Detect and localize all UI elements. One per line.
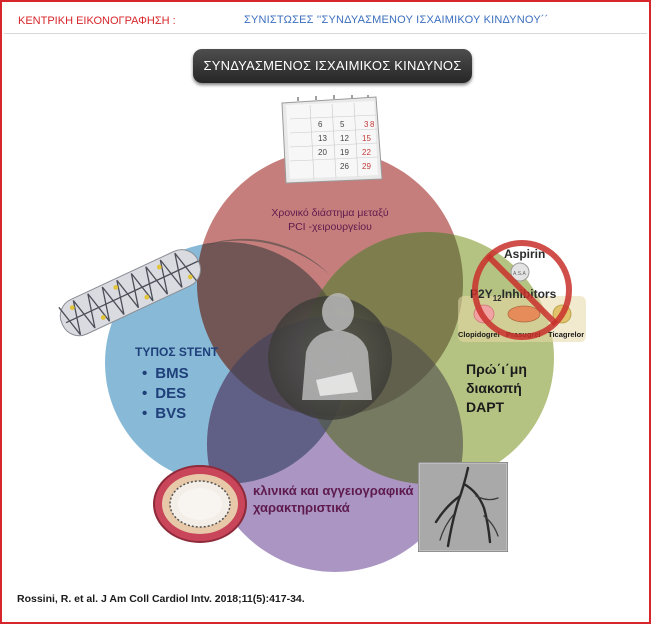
angiography-image	[418, 462, 508, 552]
doctor-icon	[302, 293, 372, 400]
venn-label-right-line3: DAPT	[466, 399, 505, 415]
calendar-num-5: 29	[362, 162, 371, 171]
prasugrel-pill-icon	[507, 305, 541, 323]
list-item: •DES	[142, 385, 187, 402]
stent-icon	[58, 249, 201, 337]
calendar-num-10: 6	[318, 120, 323, 129]
calendar-num-3: 15	[362, 134, 371, 143]
venn-label-top: Χρονικό διάστημα μεταξύ PCI -χειρουργείο…	[250, 206, 410, 234]
calendar-num-2: 8	[370, 120, 375, 129]
calendar-num-6: 5	[340, 120, 345, 129]
p2y12-label: P2Y12Inhibitors	[470, 287, 557, 303]
calendar-num-4: 22	[362, 148, 371, 157]
antiplatelet-drugs-icon: Aspirin A.S.A P2Y12Inhibitors Clopidogre…	[458, 240, 586, 342]
calendar-num-8: 19	[340, 148, 349, 157]
list-item: •BMS	[142, 365, 189, 382]
header-bar: ΚΕΝΤΡΙΚΗ ΕΙΚΟΝΟΓΡΑΦΗΣΗ : ΣΥΝΙΣΤΩΣΕΣ ''ΣΥ…	[4, 4, 647, 34]
calendar-num-1: 3	[364, 120, 369, 129]
pill-label-ticagrelor: Ticagrelor	[548, 330, 584, 339]
calendar-num-7: 12	[340, 134, 349, 143]
venn-label-top-line1: Χρονικό διάστημα μεταξύ	[271, 207, 389, 219]
aspirin-pill-mark: A.S.A	[513, 271, 526, 277]
diagram-title: ΣΥΝΔΥΑΣΜΕΝΟΣ ΙΣΧΑΙΜΙΚΟΣ ΚΙΝΔΥΝΟΣ	[193, 49, 472, 83]
venn-label-bottom: κλινικά και αγγειογραφικά χαρακτηριστικά	[253, 482, 433, 516]
citation: Rossini, R. et al. J Am Coll Cardiol Int…	[17, 593, 305, 605]
prohibition-icon	[472, 240, 572, 340]
venn-label-right-line2: διακοπή	[466, 380, 522, 396]
pill-label-clopidogrel: Clopidogrel	[458, 330, 500, 339]
venn-label-left-title: ΤΥΠΟΣ STENT	[135, 345, 219, 359]
venn-label-bottom-line1: κλινικά και αγγειογραφικά	[253, 483, 414, 498]
header-title: ΣΥΝΙΣΤΩΣΕΣ ''ΣΥΝΔΥΑΣΜΕΝΟΥ ΙΣΧΑΙΜΙΚΟΥ ΚΙΝ…	[244, 14, 549, 26]
calendar-num-12: 20	[318, 148, 327, 157]
header-label: ΚΕΝΤΡΙΚΗ ΕΙΚΟΝΟΓΡΑΦΗΣΗ :	[18, 15, 176, 27]
aspirin-label: Aspirin	[504, 247, 545, 261]
calendar-num-11: 13	[318, 134, 327, 143]
venn-label-right-line1: Πρώ΄ι΄μη	[466, 361, 527, 377]
calendar-icon: 3 8 15 22 29 5 12 19 26 6 13 20	[281, 95, 383, 184]
overlap-top-left	[197, 242, 347, 416]
aspirin-pill-icon	[510, 262, 530, 282]
venn-label-top-line2: PCI -χειρουργείου	[288, 221, 372, 233]
artery-cross-section-icon	[153, 465, 247, 543]
list-item: •BVS	[142, 405, 187, 422]
venn-label-bottom-line2: χαρακτηριστικά	[253, 500, 350, 515]
overlap-bottom-right	[302, 316, 463, 484]
venn-label-right: Πρώ΄ι΄μη διακοπή DAPT	[466, 360, 527, 417]
calendar-num-9: 26	[340, 162, 349, 171]
stent-type-list: •BMS •DES •BVS	[142, 364, 189, 424]
